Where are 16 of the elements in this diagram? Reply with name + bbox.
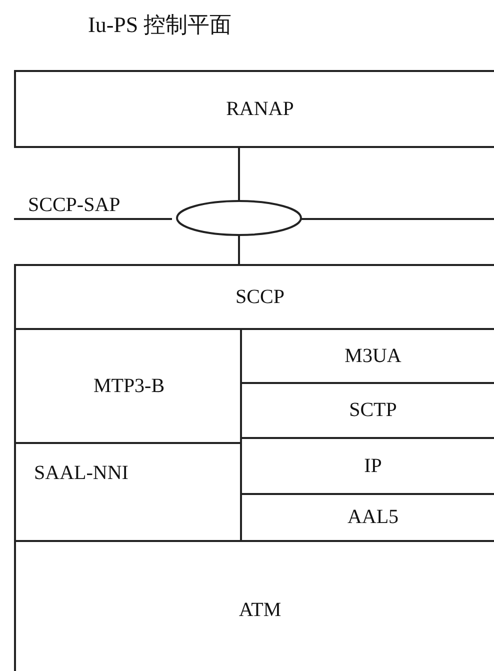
connector-line — [238, 148, 240, 201]
layer-name: SCTP — [349, 399, 397, 422]
layer-name: ATM — [238, 598, 282, 622]
layer-name: AAL5 — [347, 506, 399, 529]
connector-line — [238, 235, 240, 264]
layer-name: MTP3-B — [93, 374, 165, 398]
protocol-layer-box — [14, 70, 494, 148]
layer-name: RANAP — [226, 98, 294, 120]
layer-name: SCCP — [236, 286, 284, 308]
layer-name: M3UA — [344, 344, 402, 368]
diagram-title: Iu-PS 控制平面 — [88, 11, 232, 39]
protocol-layer-box — [14, 264, 494, 330]
layer-name: SAAL-NNI — [34, 462, 128, 485]
layer-name: IP — [364, 454, 382, 478]
sap-ellipse — [176, 200, 302, 236]
interface-label: SCCP-SAP — [28, 194, 120, 217]
